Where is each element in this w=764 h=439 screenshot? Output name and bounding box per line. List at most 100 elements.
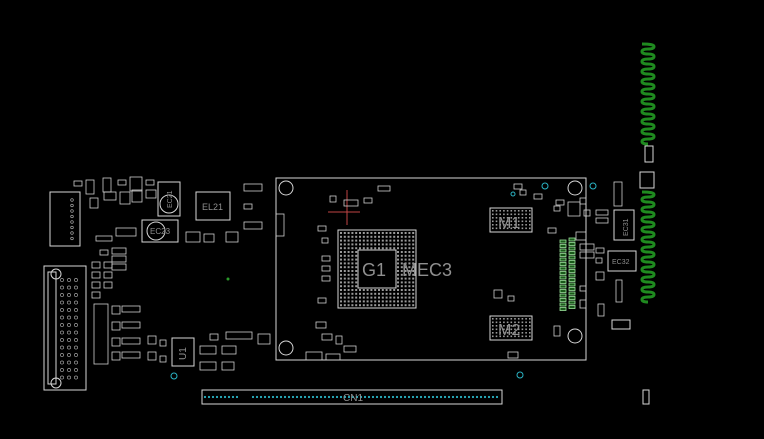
bga-ball (408, 247, 411, 250)
bga-ball (351, 300, 354, 303)
memory-pin (525, 224, 527, 226)
bga-ball (355, 251, 358, 253)
connector-pin (391, 395, 395, 399)
left-connector-top[interactable] (49, 191, 81, 247)
capacitor-ec21[interactable]: EC21 (157, 181, 181, 217)
bga-ball (362, 247, 365, 250)
bga-ball (397, 304, 399, 307)
bga-ball (400, 243, 403, 246)
connector-pin (435, 395, 439, 399)
connector-pin (471, 395, 475, 399)
memory-pin (529, 328, 531, 331)
bga-ball (412, 289, 415, 291)
bga-ball (400, 281, 403, 284)
green-pad (559, 239, 567, 244)
bga-ball (366, 292, 369, 295)
connector-pin (279, 395, 283, 399)
bga-ball (355, 254, 358, 257)
passive-component (553, 325, 561, 337)
connector-pin (335, 395, 339, 399)
memory-pin (499, 220, 501, 223)
bga-ball (340, 258, 342, 261)
connector-pin (67, 308, 71, 312)
bga-ball (389, 247, 392, 250)
bga-ball (355, 304, 358, 307)
connector-pin (303, 395, 307, 399)
memory-chip-m1[interactable]: M1 (489, 207, 533, 233)
memory-pin (510, 318, 513, 320)
bga-ball (408, 285, 411, 288)
passive-component (507, 351, 519, 359)
bga-ball (362, 292, 365, 295)
bga-ball (397, 247, 399, 250)
bga-ball (412, 304, 415, 307)
mounting-hole (567, 328, 583, 344)
bga-ball (412, 262, 415, 265)
bga-ball (397, 277, 399, 280)
bga-ball (340, 266, 342, 269)
memory-pin (503, 217, 505, 219)
bga-ball (343, 232, 346, 234)
bga-ball (374, 243, 377, 246)
memory-chip-m2[interactable]: M2 (489, 315, 533, 341)
bga-ball (381, 289, 384, 291)
passive-component (275, 213, 285, 237)
bga-chip-g1[interactable]: G1 MEC3 (337, 229, 452, 309)
memory-pin (525, 328, 527, 331)
connector-pin (287, 395, 291, 399)
connector-pin (463, 395, 467, 399)
bga-ball (400, 300, 403, 303)
memory-pin (499, 332, 501, 334)
ec32-label: EC32 (612, 259, 630, 266)
connector-pin (74, 360, 78, 365)
left-connector-db[interactable] (43, 265, 87, 391)
green-pad (559, 266, 567, 271)
chip-u1[interactable]: U1 (171, 337, 195, 367)
connector-cn1[interactable]: CN1 (201, 389, 503, 405)
bga-ball (404, 243, 407, 246)
connector-pin (74, 278, 78, 282)
green-pad (559, 253, 567, 257)
bga-ball (347, 277, 350, 280)
bga-ball (381, 296, 384, 299)
memory-pin (517, 325, 520, 327)
bga-ball (359, 296, 361, 299)
connector-pin (403, 395, 407, 399)
connector-pin (74, 368, 78, 372)
capacitor-ec31[interactable]: EC31 (613, 209, 635, 241)
green-pad (568, 305, 576, 309)
bga-ball (397, 239, 399, 242)
connector-pin (60, 278, 64, 282)
bga-ball (385, 239, 388, 242)
bga-ball (351, 289, 354, 291)
bga-ball (347, 235, 350, 238)
memory-pin (517, 217, 520, 219)
passive-component (129, 176, 143, 192)
connector-pin (67, 368, 71, 372)
antenna-bottom (640, 190, 656, 304)
passive-component (111, 351, 121, 361)
bga-ball (389, 232, 392, 234)
mec3-module-outline[interactable] (275, 177, 587, 361)
memory-pin (517, 332, 520, 334)
inductor-el21[interactable]: EL21 (195, 191, 231, 221)
bga-ball (355, 277, 358, 280)
bga-ball (404, 289, 407, 291)
bga-ball (389, 289, 392, 291)
capacitor-ec32[interactable]: EC32 (607, 250, 637, 272)
green-pad (568, 273, 576, 278)
bga-ball (397, 251, 399, 253)
connector-pin (423, 395, 427, 399)
green-pad (559, 307, 567, 311)
capacitor-ec23[interactable]: EC23 (141, 219, 179, 243)
connector-pin (331, 395, 335, 399)
bga-ball (393, 235, 396, 238)
memory-pin (514, 321, 516, 324)
mounting-hole (567, 180, 583, 196)
memory-pin (525, 217, 527, 219)
bga-ball (404, 273, 407, 276)
green-pad (559, 302, 567, 307)
bga-ball (370, 300, 373, 303)
passive-component (329, 195, 337, 203)
passive-component (103, 191, 117, 201)
